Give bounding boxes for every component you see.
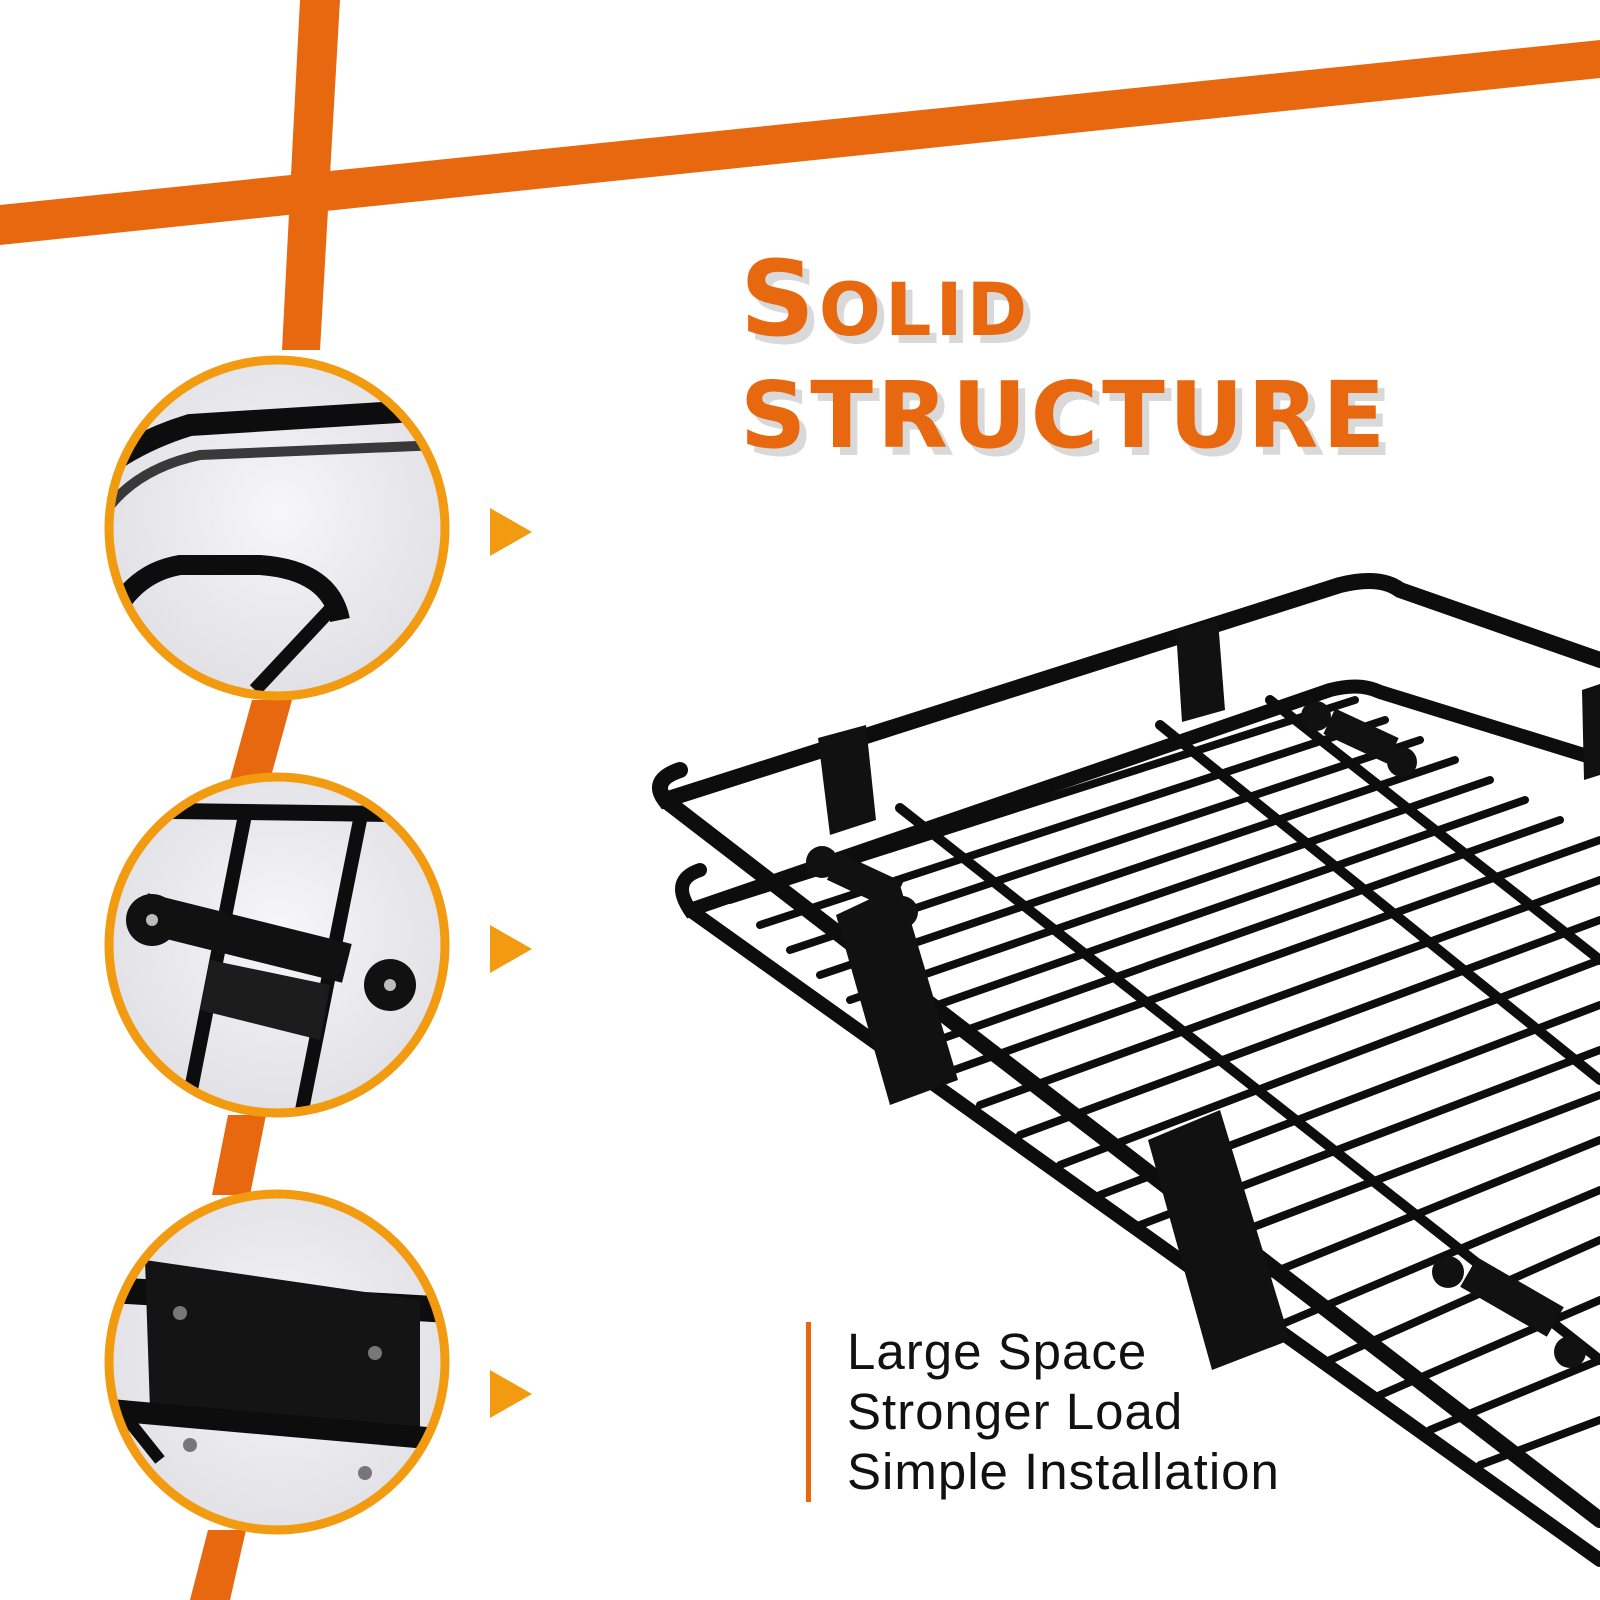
rail-corner-closeup — [104, 355, 450, 701]
arrow-right-icon — [490, 1370, 532, 1418]
feature-item: Simple Installation — [847, 1443, 1280, 1500]
crossbar-clamp-closeup — [104, 772, 450, 1118]
clamp-knobs — [806, 701, 1586, 1368]
bracket-closeup — [104, 1189, 450, 1535]
headline-line-1: Solid — [740, 238, 1032, 360]
headline-line-2: STRUCTURE — [740, 362, 1390, 469]
arrow-right-icon — [490, 925, 532, 973]
rack-brackets — [818, 620, 1600, 1370]
feature-list: Large Space Stronger Load Simple Install… — [806, 1322, 1280, 1502]
arrow-right-icon — [490, 508, 532, 556]
feature-item: Stronger Load — [847, 1383, 1184, 1440]
feature-item: Large Space — [847, 1323, 1148, 1380]
